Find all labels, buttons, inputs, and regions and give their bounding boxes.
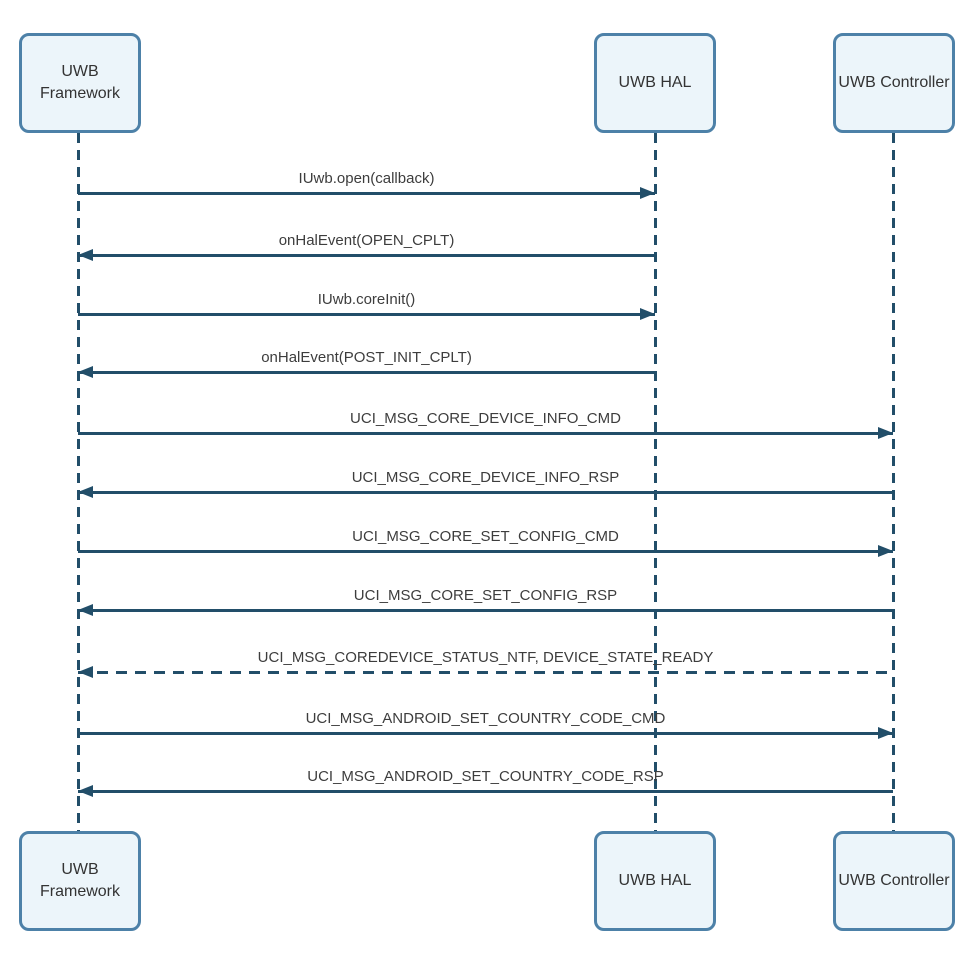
message-label: onHalEvent(OPEN_CPLT)	[278, 232, 455, 249]
actor-label-uwb-framework: UWB Framework	[39, 63, 120, 102]
lifeline-uwb-framework	[77, 133, 80, 831]
message-arrow	[78, 366, 655, 378]
message-row-device-info-rsp: UCI_MSG_CORE_DEVICE_INFO_RSP	[78, 468, 893, 498]
actor-label-uwb-controller: UWB Controller	[838, 872, 950, 889]
message-label: UCI_MSG_CORE_SET_CONFIG_CMD	[352, 528, 619, 545]
message-row-device-status-ntf: UCI_MSG_COREDEVICE_STATUS_NTF, DEVICE_ST…	[78, 648, 893, 678]
message-arrow	[78, 727, 893, 739]
message-row-onhalevent-post-init-cplt: onHalEvent(POST_INIT_CPLT)	[78, 348, 655, 378]
message-label: IUwb.open(callback)	[298, 170, 435, 187]
message-arrow-dashed	[78, 666, 893, 678]
message-arrow	[78, 308, 655, 320]
message-label: UCI_MSG_ANDROID_SET_COUNTRY_CODE_CMD	[305, 710, 666, 727]
message-label: IUwb.coreInit()	[317, 291, 416, 308]
message-label: UCI_MSG_COREDEVICE_STATUS_NTF, DEVICE_ST…	[257, 649, 714, 666]
message-arrow	[78, 545, 893, 557]
lifeline-uwb-hal	[654, 133, 657, 831]
message-row-iuwb-coreinit: IUwb.coreInit()	[78, 290, 655, 320]
arrowhead-left-icon	[78, 486, 93, 498]
actor-box-uwb-hal-bottom: UWB HAL	[594, 831, 716, 931]
message-row-set-country-code-cmd: UCI_MSG_ANDROID_SET_COUNTRY_CODE_CMD	[78, 709, 893, 739]
message-label: UCI_MSG_CORE_DEVICE_INFO_RSP	[351, 469, 620, 486]
message-arrow	[78, 187, 655, 199]
message-row-device-info-cmd: UCI_MSG_CORE_DEVICE_INFO_CMD	[78, 409, 893, 439]
arrowhead-right-icon	[878, 727, 893, 739]
actor-label-uwb-framework: UWB Framework	[39, 861, 120, 900]
actor-box-uwb-controller-bottom: UWB Controller	[833, 831, 955, 931]
arrowhead-left-icon	[78, 366, 93, 378]
message-arrow	[78, 486, 893, 498]
message-row-set-config-cmd: UCI_MSG_CORE_SET_CONFIG_CMD	[78, 527, 893, 557]
message-row-set-config-rsp: UCI_MSG_CORE_SET_CONFIG_RSP	[78, 586, 893, 616]
message-label: UCI_MSG_ANDROID_SET_COUNTRY_CODE_RSP	[307, 768, 664, 785]
arrowhead-left-icon	[78, 666, 93, 678]
message-row-set-country-code-rsp: UCI_MSG_ANDROID_SET_COUNTRY_CODE_RSP	[78, 767, 893, 797]
actor-box-uwb-framework-bottom: UWB Framework	[19, 831, 141, 931]
message-row-iuwb-open: IUwb.open(callback)	[78, 169, 655, 199]
message-label: UCI_MSG_CORE_SET_CONFIG_RSP	[353, 587, 618, 604]
actor-box-uwb-framework-top: UWB Framework	[19, 33, 141, 133]
actor-label-uwb-controller: UWB Controller	[838, 74, 950, 91]
actor-label-uwb-hal: UWB HAL	[618, 872, 692, 889]
arrowhead-right-icon	[640, 187, 655, 199]
lifeline-uwb-controller	[892, 133, 895, 831]
message-arrow	[78, 604, 893, 616]
arrowhead-left-icon	[78, 785, 93, 797]
message-arrow	[78, 249, 655, 261]
arrowhead-left-icon	[78, 604, 93, 616]
actor-box-uwb-hal-top: UWB HAL	[594, 33, 716, 133]
message-arrow	[78, 785, 893, 797]
message-arrow	[78, 427, 893, 439]
arrowhead-right-icon	[640, 308, 655, 320]
arrowhead-left-icon	[78, 249, 93, 261]
message-row-onhalevent-open-cplt: onHalEvent(OPEN_CPLT)	[78, 231, 655, 261]
arrowhead-right-icon	[878, 427, 893, 439]
arrowhead-right-icon	[878, 545, 893, 557]
message-label: UCI_MSG_CORE_DEVICE_INFO_CMD	[350, 410, 621, 427]
actor-box-uwb-controller-top: UWB Controller	[833, 33, 955, 133]
actor-label-uwb-hal: UWB HAL	[618, 74, 692, 91]
message-label: onHalEvent(POST_INIT_CPLT)	[261, 349, 472, 366]
